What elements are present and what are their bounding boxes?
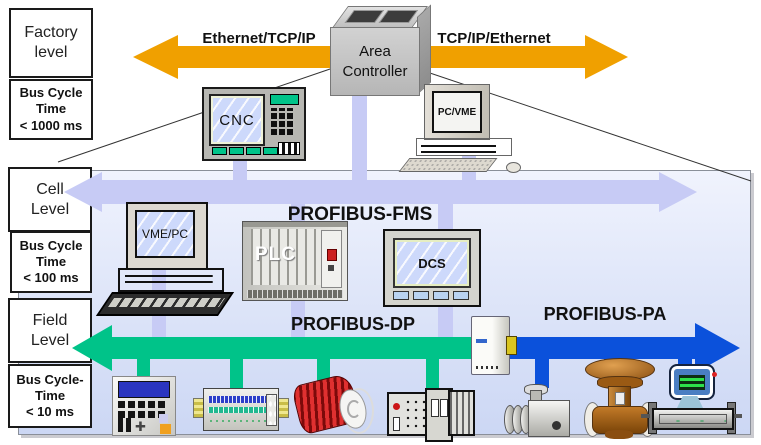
dcs-button-icon: [393, 291, 409, 300]
cell-level-box: Cell Level: [8, 167, 92, 232]
drive-key-icon: [160, 424, 171, 434]
cell-level-label: Cell Level: [30, 180, 70, 218]
flow-meter-head-icon: [669, 364, 715, 400]
valve-tag-icon: [615, 392, 625, 405]
drive-slot-icon: [118, 418, 123, 432]
coupler-connector-icon: [506, 336, 517, 355]
coupler-terminals-icon: [476, 366, 498, 369]
dcs-label: DCS: [418, 255, 446, 271]
factory-level-box: Factory level: [9, 8, 93, 78]
vme-pc-workstation: VME/PC: [126, 202, 208, 270]
plc-rack-top-icon: [243, 222, 347, 227]
dcs-operator-panel: DCS: [383, 229, 481, 307]
profibus-dp-label: PROFIBUS-DP: [290, 314, 415, 334]
dcs-button-icon: [433, 291, 449, 300]
cnc-soft-key-icon: [229, 147, 244, 155]
dp-pa-coupler-icon: [471, 316, 517, 375]
factory-bus-cycle-label: Bus Cycle Time < 1000 ms: [19, 85, 83, 133]
transmitter-port-icon: [552, 421, 561, 430]
controller-led-icon: [393, 403, 400, 410]
controller-port-icon: [440, 399, 448, 417]
pc-vme-workstation: PC/VME: [424, 84, 490, 140]
variable-speed-drive-icon: ✚: [112, 376, 176, 436]
flow-tube-icon: [659, 414, 727, 424]
valve-foot-icon: [605, 430, 633, 439]
coupler-marking-icon: [476, 339, 487, 343]
plc-switch-icon: [328, 265, 334, 271]
pressure-transmitter-icon: [528, 400, 570, 437]
io-terminal-strip-icon: [208, 407, 270, 413]
display-bar-icon: [680, 383, 704, 387]
controller-heatsink-icon: [448, 390, 475, 436]
field-bus-cycle-label: Bus Cycle- Time < 10 ms: [16, 371, 84, 420]
field-level-box: Field Level: [8, 298, 92, 363]
flow-meter-neck-icon: [677, 396, 703, 408]
dcs-screen: DCS: [393, 238, 471, 288]
controller-terminal-dots-icon: [404, 398, 426, 428]
plc-terminal-row-icon: [247, 290, 343, 298]
drive-keys-icon: [118, 401, 166, 408]
vme-pc-keyboard-icon: [95, 292, 235, 316]
io-end-cap-icon: [266, 394, 277, 426]
drive-nav-key-icon: ✚: [135, 419, 146, 434]
area-controller-top-face: [332, 6, 428, 28]
flow-meter-display-icon: [679, 374, 705, 390]
cnc-soft-key-icon: [212, 147, 227, 155]
flow-meter-led-icon: [712, 372, 717, 377]
drive-slot-icon: [126, 418, 131, 432]
drive-keys-icon: [118, 411, 166, 418]
profibus-pa-label: PROFIBUS-PA: [543, 304, 667, 324]
pc-vme-mouse-icon: [506, 162, 521, 173]
drive-key-icon: [159, 414, 168, 423]
pipe-stub-icon: [641, 414, 650, 418]
vent-slot-icon: [378, 10, 419, 23]
vme-pc-label: VME/PC: [141, 227, 188, 241]
display-bar-icon: [680, 377, 704, 381]
ethernet-left-label: Ethernet/TCP/IP: [202, 30, 316, 47]
motor-shaft-icon: [347, 400, 361, 418]
cnc-soft-key-icon: [263, 147, 278, 155]
ethernet-right-label: TCP/IP/Ethernet: [437, 30, 551, 47]
io-terminal-strip-icon: [208, 396, 266, 403]
field-level-label: Field Level: [30, 311, 70, 349]
drive-display-icon: [118, 381, 170, 398]
pc-vme-case-icon: [416, 138, 512, 156]
cnc-terminal: CNC: [202, 87, 306, 161]
cell-bus-cycle-label: Bus Cycle Time < 100 ms: [19, 237, 83, 286]
plc-led-icon: [327, 249, 337, 261]
plc-card-slots-icon: [251, 229, 321, 285]
area-controller-label: Area Controller: [342, 43, 408, 80]
factory-level-label: Factory level: [24, 24, 78, 61]
pc-vme-screen: PC/VME: [432, 91, 482, 133]
controller-port-icon: [431, 399, 439, 417]
vent-slot-icon: [344, 10, 385, 23]
plc-label: PLC: [255, 244, 296, 265]
cnc-display-strip-icon: [270, 94, 299, 105]
cnc-label: CNC: [219, 111, 255, 129]
vme-pc-screen: VME/PC: [135, 210, 195, 258]
dcs-button-icon: [453, 291, 469, 300]
pipe-stub-icon: [733, 414, 742, 418]
field-bus-cycle-box: Bus Cycle- Time < 10 ms: [8, 364, 92, 428]
cell-bus-cycle-box: Bus Cycle Time < 100 ms: [10, 231, 92, 293]
io-led-row-icon: [208, 419, 268, 423]
plc-rack: PLC: [242, 221, 348, 301]
vme-pc-case-icon: [118, 268, 224, 292]
cnc-keypad-icon: [271, 108, 295, 135]
control-valve-icon: [592, 406, 648, 434]
cnc-screen: CNC: [209, 94, 265, 146]
remote-io-module-icon: [203, 388, 279, 431]
factory-bus-cycle-box: Bus Cycle Time < 1000 ms: [9, 79, 93, 140]
flow-meter-icon: [652, 408, 734, 430]
plc-cpu-module-icon: [321, 230, 342, 288]
cnc-soft-key-icon: [246, 147, 261, 155]
dcs-button-icon: [413, 291, 429, 300]
controller-slot-icon: [393, 417, 400, 431]
area-controller: Area Controller: [330, 27, 420, 96]
pc-vme-keyboard-icon: [398, 158, 498, 172]
cnc-function-keys-icon: [278, 142, 300, 155]
pc-vme-label: PC/VME: [437, 106, 477, 118]
